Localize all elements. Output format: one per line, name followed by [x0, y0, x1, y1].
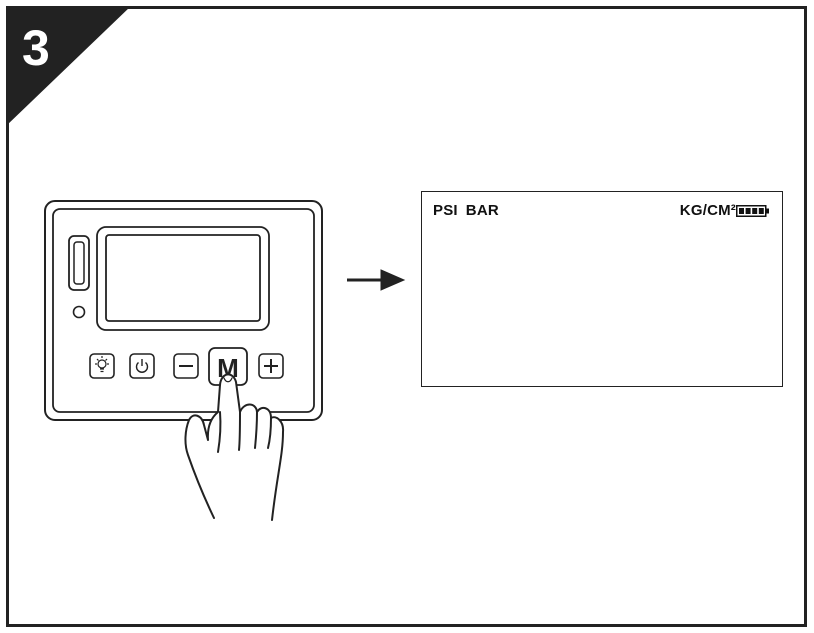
unit-bar-label: BAR: [465, 202, 499, 219]
battery-cell: [758, 208, 764, 214]
power-icon: [135, 359, 149, 373]
light-bulb-icon: [95, 356, 109, 373]
mode-button-label: M: [217, 353, 239, 383]
display-zoom-panel: PSI BAR KG/CM²: [421, 191, 783, 387]
pointing-hand-icon: [184, 373, 285, 521]
battery-cell: [752, 208, 758, 214]
device-body-inner: [52, 208, 315, 413]
device-slot-outer: [68, 235, 90, 291]
device-slot-inner: [73, 241, 85, 285]
display-units-left: PSI BAR: [433, 202, 499, 219]
right-arrow-icon: [347, 269, 406, 291]
indicator-led-icon: [72, 305, 86, 319]
step-number: 3: [22, 20, 50, 76]
minus-button: [173, 353, 199, 379]
device-screen-outer: [96, 226, 270, 331]
mode-button: M: [208, 347, 248, 386]
plus-button: [258, 353, 284, 379]
unit-kgcm-label: KG/CM²: [679, 202, 736, 219]
device-screen-inner: [105, 234, 261, 322]
power-button: [129, 353, 155, 379]
light-button: [89, 353, 115, 379]
battery-cell: [745, 208, 751, 214]
battery-full-icon: [736, 205, 769, 217]
step-corner-badge: [6, 6, 131, 126]
plus-icon: [264, 359, 278, 373]
device-body-outer: [44, 200, 323, 421]
battery-cell: [739, 208, 744, 214]
unit-psi-label: PSI: [433, 202, 458, 219]
